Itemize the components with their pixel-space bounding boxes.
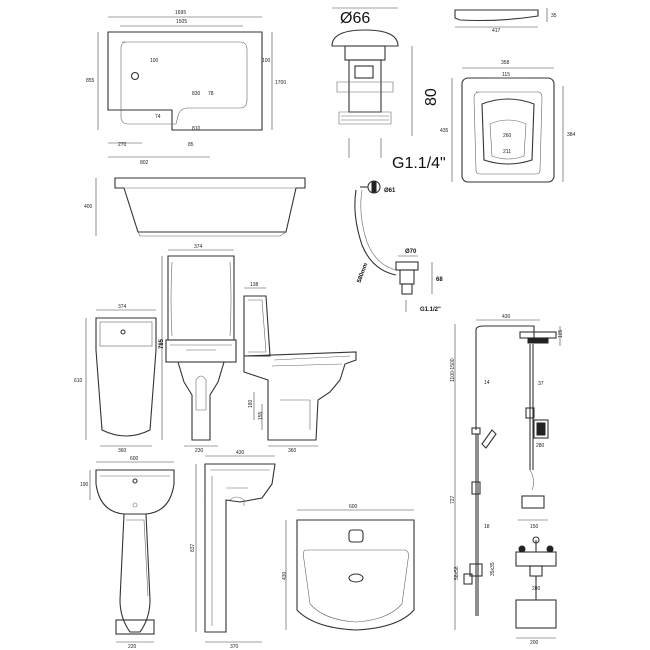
pedestal-side-depth-label: 430: [236, 450, 245, 456]
bath-waste-thread-label: G1.1/2": [420, 307, 441, 313]
bath-height-left-label: 855: [86, 78, 95, 84]
seat-depth-right-label: 384: [567, 132, 576, 138]
bath-dim-74: 74: [155, 114, 161, 120]
toilet-side-depth-label: 360: [288, 448, 297, 454]
shower-d150-label: 150: [530, 524, 539, 530]
basin-pedestal-front: 600 190 220: [80, 456, 175, 650]
shower-side: 37 280 150 280 200: [515, 344, 557, 646]
basin-pedestal-side: 430 837 370: [190, 450, 276, 650]
toilet-outlet-offset-label: 155: [258, 411, 264, 420]
shower-58x58-label: 58x58: [454, 566, 460, 580]
bath-waste-overflow-label: Ø61: [384, 188, 396, 194]
cistern-width-label: 374: [194, 244, 203, 250]
pan-depth-label: 610: [74, 378, 83, 384]
bath-waste-length-label: 580mm: [357, 262, 370, 283]
seat-hinge-label: 115: [502, 72, 510, 78]
basin-width-label: 600: [130, 456, 139, 462]
bath-length-label: 1695: [175, 10, 186, 16]
toilet-front: 374 785 230: [159, 244, 237, 454]
bath-side-view: 400: [84, 177, 306, 237]
toilet-height-label: 785: [159, 338, 165, 349]
basin-waste: Ø66 80 G1.1/4": [331, 7, 446, 172]
bath-dim-100-top: 100: [150, 58, 159, 64]
waste-diameter-label: Ø66: [340, 10, 370, 27]
pedestal-height-label: 837: [190, 543, 196, 552]
bath-waste-height-label: 68: [436, 277, 443, 283]
shower-riser-label: 727: [450, 495, 456, 504]
bath-width-label: 1700: [275, 80, 286, 86]
bath-dim-85: 85: [188, 142, 194, 148]
seat-width-label: 358: [501, 60, 510, 66]
toilet-seat: 417 35 358 115 435 384 260 211: [440, 8, 576, 183]
toilet-top-width-label: 138: [250, 282, 259, 288]
shower-d14-label: 14: [484, 380, 490, 386]
shower-head-depth-label: 105: [558, 329, 564, 338]
bath-waste: Ø61 Ø70 68 G1.1/2" 580mm: [354, 180, 443, 313]
seat-thickness-label: 35: [551, 13, 557, 19]
toilet-pan-top: 374 610 360: [74, 304, 157, 454]
basin-top: 600 430: [282, 504, 415, 631]
seat-depth-left-label: 435: [440, 128, 449, 134]
bath-dim-810: 810: [192, 126, 201, 132]
seat-inner-bottom-label: 211: [503, 149, 511, 155]
shower-d18-label: 18: [484, 524, 490, 530]
toilet-side: 138 180 155 360: [243, 282, 357, 454]
basin-top-width-label: 600: [349, 504, 358, 510]
basin-top-depth-label: 430: [282, 571, 288, 580]
shower-d200-label: 200: [530, 640, 539, 646]
pan-base-width-label: 360: [118, 448, 127, 454]
pedestal-foot-depth-label: 370: [230, 644, 239, 650]
shower-35x35-label: 35x35: [490, 562, 496, 576]
bath-top-view: 1695 1505 855 1700 100 100 830 78 74 810…: [86, 10, 286, 166]
shower-head-width-label: 430: [502, 314, 511, 320]
waste-height-label: 80: [423, 88, 440, 106]
waste-thread-label: G1.1/4": [392, 155, 446, 172]
shower-d37-label: 37: [538, 381, 544, 387]
bath-waste-plug-label: Ø70: [405, 249, 417, 255]
shower-d280-label: 280: [536, 443, 545, 449]
bath-dim-270: 270: [118, 142, 127, 148]
seat-inner-width-label: 260: [503, 133, 512, 139]
pan-width-label: 374: [118, 304, 127, 310]
shower-range-label: 1100-1500: [450, 358, 456, 382]
shower-riser: 430 105 1100-1500 14 727 18 35x35 58x58: [450, 314, 564, 630]
toilet-outlet-height-label: 180: [248, 399, 254, 408]
basin-front-depth-label: 190: [80, 482, 89, 488]
bath-side-height-label: 400: [84, 204, 93, 210]
pedestal-width-label: 220: [128, 644, 137, 650]
seat-length-label: 417: [492, 28, 501, 34]
bath-inner-length-label: 1505: [176, 19, 187, 25]
bath-dim-802: 802: [140, 160, 149, 166]
bath-dim-830: 830: [192, 91, 201, 97]
toilet-foot-width-label: 230: [195, 448, 204, 454]
bath-dim-100-right: 100: [262, 58, 271, 64]
bath-dim-78: 78: [208, 91, 214, 97]
